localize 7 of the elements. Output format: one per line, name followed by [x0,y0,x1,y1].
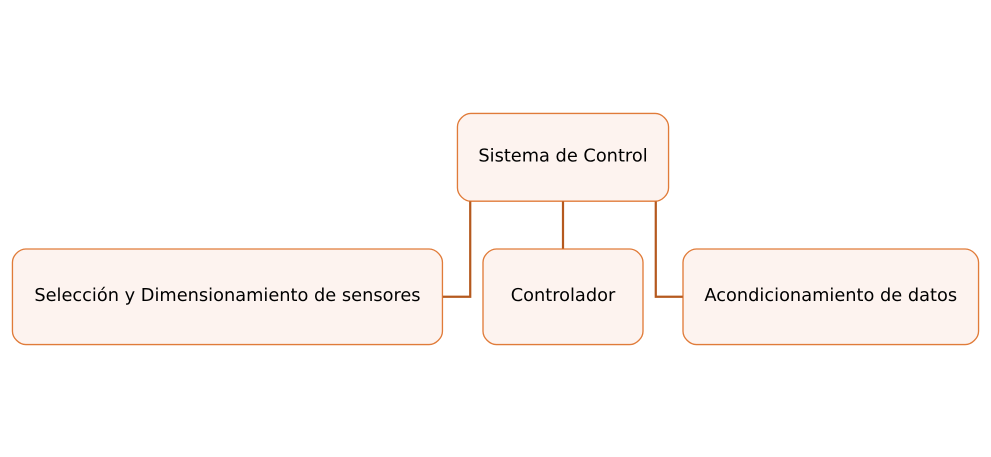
node-box: Controlador [482,248,644,345]
connector [562,200,564,248]
node-box: Selección y Dimensionamiento de sensores [12,248,444,345]
node-box: Acondicionamiento de datos [682,248,980,345]
node-box: Sistema de Control [456,112,670,202]
connector [442,200,472,298]
connector [654,200,683,298]
